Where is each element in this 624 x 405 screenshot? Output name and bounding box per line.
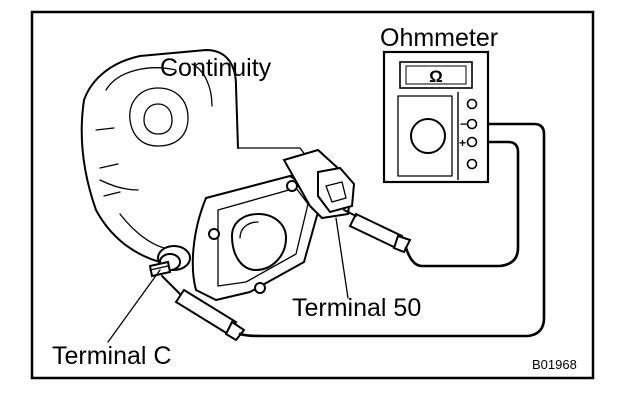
lead-negative xyxy=(238,122,546,338)
jack-positive xyxy=(466,136,478,148)
jack-1 xyxy=(466,98,478,110)
lead-positive xyxy=(404,140,520,268)
label-terminal-c: Terminal C xyxy=(52,342,171,370)
figure-code: B01968 xyxy=(532,357,577,372)
range-dial xyxy=(410,118,446,154)
plus-sign: + xyxy=(459,136,466,150)
meter-ohm-symbol: Ω xyxy=(429,67,443,86)
starter-motor xyxy=(80,49,356,301)
minus-sign: − xyxy=(460,117,467,131)
label-ohmmeter: Ohmmeter xyxy=(380,24,498,52)
label-terminal-50: Terminal 50 xyxy=(292,294,421,322)
ohmmeter: Ω − + xyxy=(382,50,490,184)
leader-terminal-c xyxy=(107,269,161,343)
leader-terminal-50 xyxy=(335,217,349,299)
probe-terminal-c xyxy=(161,275,246,342)
jack-4 xyxy=(466,158,478,170)
label-continuity: Continuity xyxy=(160,54,272,82)
jack-negative xyxy=(466,118,478,130)
